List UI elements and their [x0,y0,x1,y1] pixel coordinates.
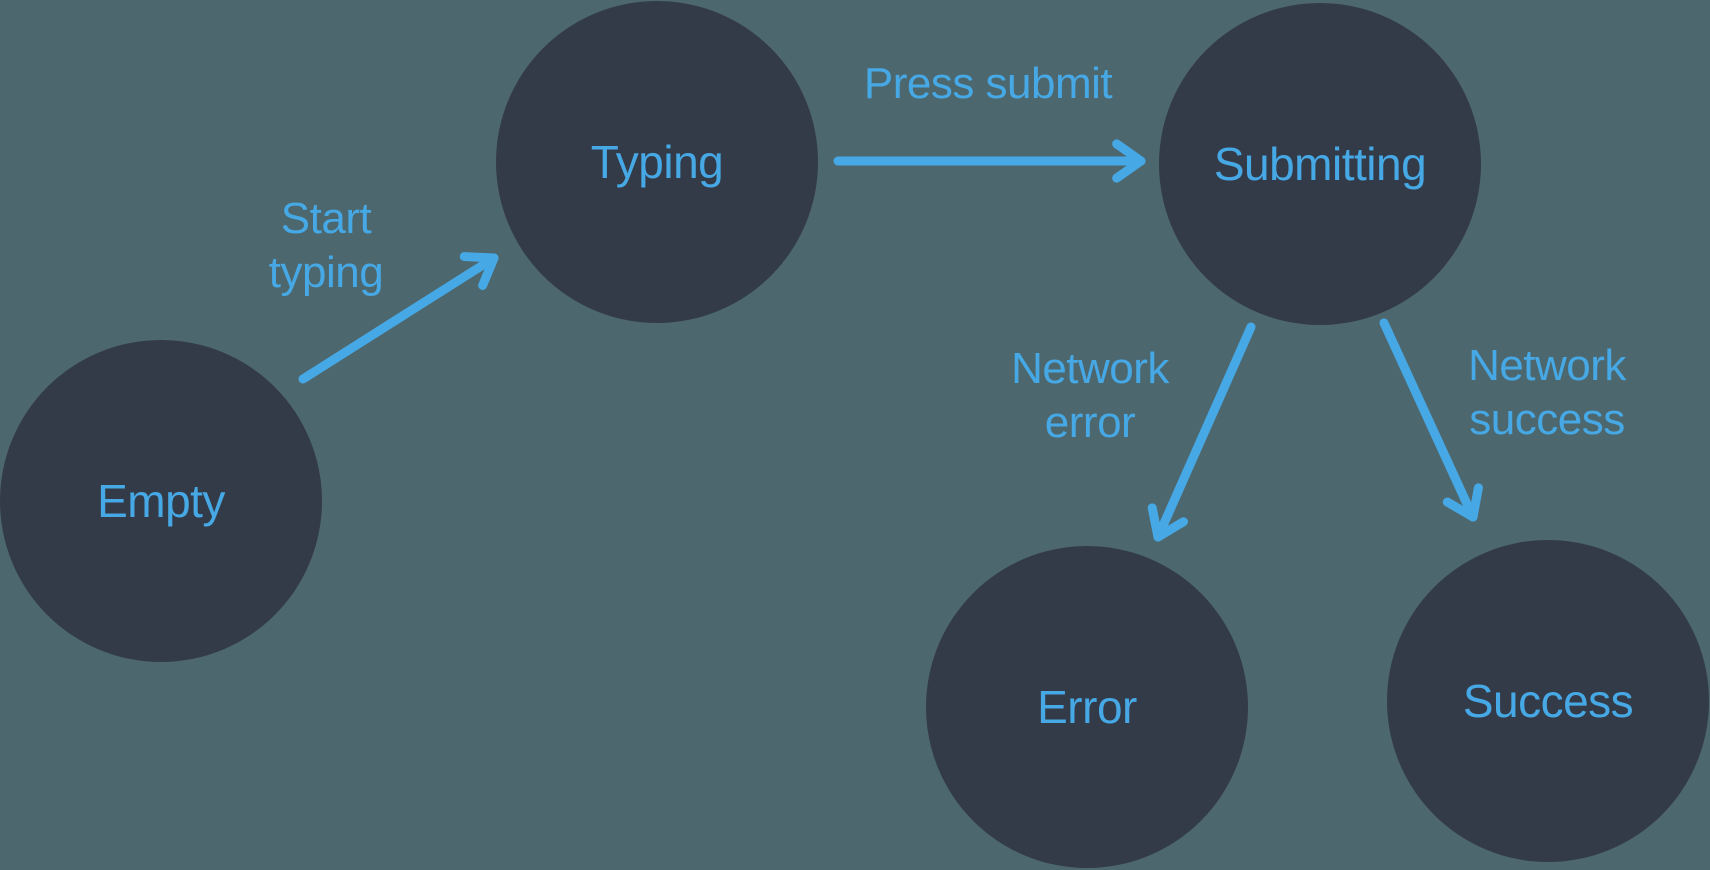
state-node-empty: Empty [0,340,322,662]
state-label-submitting: Submitting [1213,138,1427,190]
state-node-error: Error [926,546,1248,868]
state-node-submitting: Submitting [1159,3,1481,325]
state-label-error: Error [1037,681,1137,733]
state-node-typing: Typing [496,1,818,323]
transition-label-network-success: Network success [1468,341,1626,444]
state-label-empty: Empty [97,475,225,527]
transition-label-press-submit: Press submit [863,59,1113,108]
state-label-success: Success [1462,675,1634,727]
transition-label-network-error: Network error [1011,344,1169,447]
state-node-success: Success [1387,540,1709,862]
transition-label-start-typing: Start typing [268,194,384,297]
state-label-typing: Typing [590,136,724,188]
